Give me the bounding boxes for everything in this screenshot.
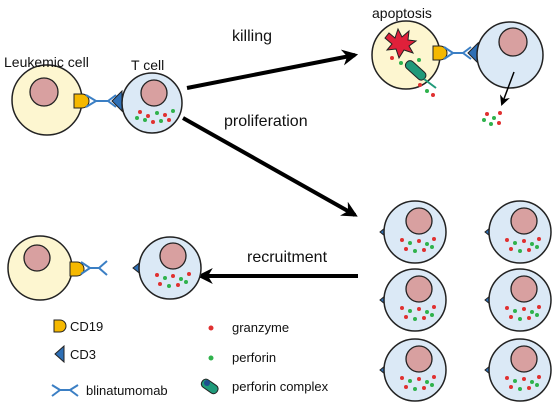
legend-perforin-label: perforin bbox=[232, 350, 276, 365]
legend-perforin-complex-label: perforin complex bbox=[232, 379, 329, 394]
proliferated-t-cell bbox=[484, 338, 552, 402]
proliferation-arrow bbox=[182, 116, 358, 217]
legend-granzyme-label: granzyme bbox=[232, 320, 289, 335]
cd19-marker-bottom bbox=[69, 261, 85, 277]
t-cell-top bbox=[121, 72, 183, 134]
blinatumomab-bottom bbox=[80, 260, 108, 276]
blinatumomab-legend-icon bbox=[51, 384, 79, 397]
t-cell-apoptosis bbox=[476, 21, 544, 89]
cd19-marker-apoptosis bbox=[432, 45, 448, 61]
cd3-legend-icon bbox=[54, 344, 65, 364]
legend-blinatumomab-label: blinatumomab bbox=[86, 383, 168, 398]
proliferated-t-cell bbox=[379, 338, 447, 402]
proliferated-t-cell bbox=[484, 268, 552, 332]
killing-label: killing bbox=[232, 28, 272, 45]
cd3-marker-top bbox=[111, 89, 123, 113]
proliferated-t-cell bbox=[484, 200, 552, 264]
perforin-complex-insert bbox=[404, 60, 437, 97]
leukemic-cell-bottom bbox=[7, 235, 73, 301]
granzyme-legend-icon bbox=[208, 325, 214, 331]
recruitment-label: recruitment bbox=[247, 249, 328, 266]
legend: CD19 CD3 blinatumomab granzyme perforin … bbox=[51, 319, 329, 398]
released-granules bbox=[482, 111, 502, 126]
blinatumomab-top bbox=[85, 94, 117, 108]
legend-cd19-label: CD19 bbox=[70, 319, 103, 334]
leukemic-cell-top bbox=[11, 64, 83, 136]
perforin-complex-legend-icon bbox=[200, 378, 219, 395]
t-cell-label: T cell bbox=[131, 57, 164, 73]
killing-arrow bbox=[186, 49, 359, 90]
legend-cd3-label: CD3 bbox=[70, 347, 96, 362]
cd19-legend-icon bbox=[53, 319, 67, 333]
blinatumomab-apoptosis bbox=[443, 46, 472, 60]
proliferated-t-cells bbox=[379, 200, 552, 402]
cd19-marker-top bbox=[73, 93, 90, 109]
proliferated-t-cell bbox=[379, 200, 447, 264]
apoptosis-label: apoptosis bbox=[372, 5, 432, 21]
proliferation-label: proliferation bbox=[224, 113, 308, 130]
apoptotic-leukemic-cell bbox=[371, 20, 441, 90]
apoptosis-burst bbox=[384, 27, 418, 60]
proliferated-t-cell bbox=[379, 268, 447, 332]
leukemic-cell-label: Leukemic cell bbox=[4, 54, 89, 70]
t-cell-bottom bbox=[132, 236, 202, 300]
release-arrow bbox=[500, 71, 515, 106]
perforin-legend-icon bbox=[208, 355, 214, 361]
granules-top bbox=[135, 109, 175, 124]
